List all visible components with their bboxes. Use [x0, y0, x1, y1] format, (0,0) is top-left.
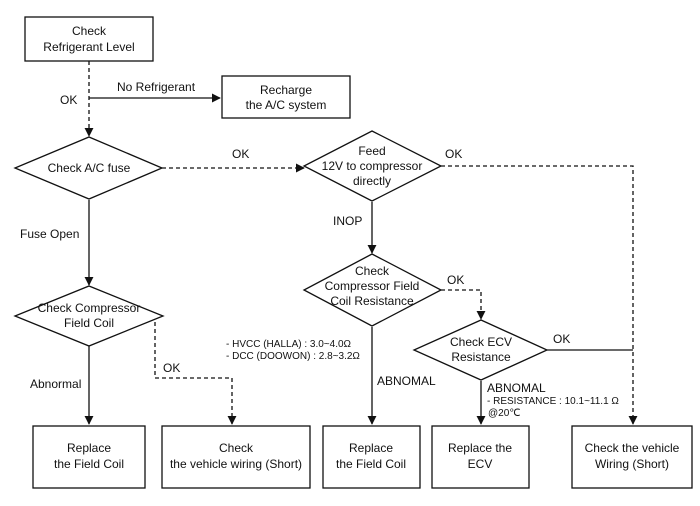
- label-inop: INOP: [333, 214, 362, 228]
- check-field-coil-left-line-2: Field Coil: [64, 316, 114, 330]
- label-ok-coil-resistance: OK: [447, 273, 464, 287]
- feed-12v-line-1: Feed: [358, 144, 385, 158]
- check-field-coil-left-line-1: Check Compressor: [38, 301, 141, 315]
- check-wiring-right-line-2: Wiring (Short): [595, 457, 669, 471]
- check-wiring-left-line-2: the vehicle wiring (Short): [170, 457, 302, 471]
- label-abnomal-mid: ABNOMAL: [377, 374, 436, 388]
- check-wiring-right-line-1: Check the vehicle: [585, 441, 680, 455]
- feed-12v-line-3: directly: [353, 174, 391, 188]
- check-refrigerant-line-2: Refrigerant Level: [43, 40, 134, 54]
- label-ok-feed: OK: [445, 147, 462, 161]
- box-recharge: Recharge the A/C system: [221, 75, 351, 119]
- ecv-resistance-line-1: Check ECV: [450, 335, 512, 349]
- label-ok-fuse: OK: [232, 147, 249, 161]
- replace-field-coil-left-line-2: the Field Coil: [54, 457, 124, 471]
- check-refrigerant-line-1: Check: [72, 24, 107, 38]
- replace-field-coil-left-line-1: Replace: [67, 441, 111, 455]
- box-replace-field-coil-left: Replace the Field Coil: [32, 425, 146, 489]
- ecv-resistance-line-2: Resistance: [451, 350, 511, 364]
- box-replace-field-coil-mid: Replace the Field Coil: [322, 425, 421, 489]
- label-ok-ecv: OK: [553, 332, 570, 346]
- coil-resistance-line-1: Check: [355, 264, 390, 278]
- spec-ecv-resistance: - RESISTANCE : 10.1~11.1 Ω: [487, 396, 619, 407]
- diamond-feed-12v: Feed 12V to compressor directly: [302, 130, 443, 202]
- box-check-wiring-short-left: Check the vehicle wiring (Short): [161, 425, 311, 489]
- diamond-check-coil-resistance: Check Compressor Field Coil Resistance: [302, 253, 443, 327]
- connector-feed-to-wiring-right: [441, 165, 638, 425]
- label-abnormal-left: Abnormal: [30, 377, 81, 391]
- box-replace-ecv: Replace the ECV: [431, 425, 530, 489]
- diamond-check-compressor-field-coil: Check Compressor Field Coil: [13, 285, 165, 347]
- check-ac-fuse-text: Check A/C fuse: [48, 161, 131, 175]
- box-check-refrigerant: Check Refrigerant Level: [24, 16, 154, 62]
- label-abnomal-ecv: ABNOMAL: [487, 381, 546, 395]
- box-check-wiring-short-right: Check the vehicle Wiring (Short): [571, 425, 693, 489]
- spec-dcc: - DCC (DOOWON) : 2.8~3.2Ω: [226, 351, 360, 362]
- label-ok-refrigerant: OK: [60, 93, 77, 107]
- spec-hvcc: - HVCC (HALLA) : 3.0~4.0Ω: [226, 339, 352, 350]
- recharge-line-2: the A/C system: [246, 98, 327, 112]
- check-wiring-left-line-1: Check: [219, 441, 254, 455]
- recharge-line-1: Recharge: [260, 83, 312, 97]
- connector-coil-resistance-to-ecv: [441, 289, 486, 320]
- label-fuse-open: Fuse Open: [20, 227, 79, 241]
- connector-field-coil-to-wiring: [154, 315, 237, 425]
- diamond-check-ac-fuse: Check A/C fuse: [13, 136, 164, 200]
- replace-field-coil-mid-line-2: the Field Coil: [336, 457, 406, 471]
- replace-ecv-line-1: Replace the: [448, 441, 512, 455]
- replace-field-coil-mid-line-1: Replace: [349, 441, 393, 455]
- replace-ecv-line-2: ECV: [468, 457, 493, 471]
- coil-resistance-line-2: Compressor Field: [325, 279, 420, 293]
- spec-ecv-temp: @20℃: [488, 408, 521, 419]
- coil-resistance-line-3: Coil Resistance: [330, 294, 414, 308]
- label-ok-field-coil: OK: [163, 361, 180, 375]
- feed-12v-line-2: 12V to compressor: [322, 159, 423, 173]
- diamond-check-ecv-resistance: Check ECV Resistance: [412, 319, 549, 381]
- label-no-refrigerant: No Refrigerant: [117, 80, 196, 94]
